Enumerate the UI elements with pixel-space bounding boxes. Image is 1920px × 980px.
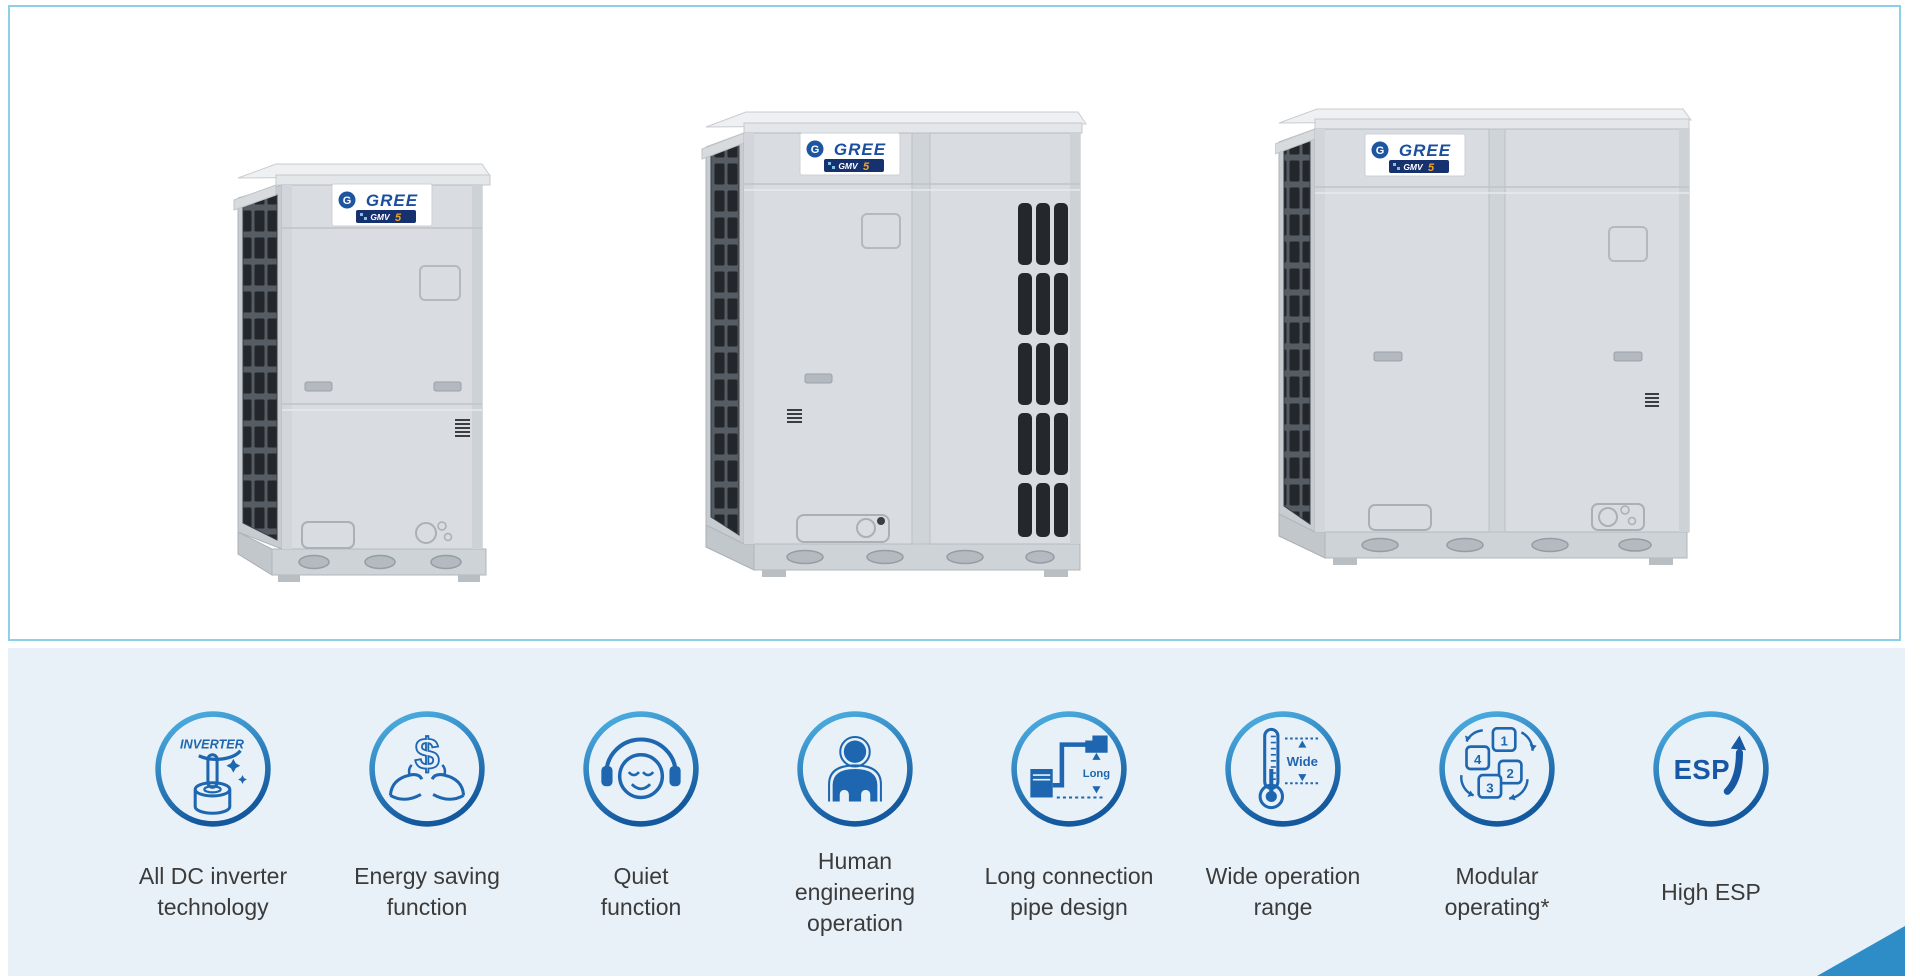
feature-item-human-engineering: Human engineering operation (748, 708, 962, 944)
bottom-cutouts (301, 521, 453, 549)
feature-label: Human engineering operation (794, 847, 916, 936)
handle (804, 373, 833, 384)
svg-text:Wide: Wide (1287, 754, 1318, 769)
svg-text:G: G (1376, 145, 1385, 157)
gree-logo: G GREE GMV 5 (331, 183, 433, 227)
feature-label: Energy saving function (354, 863, 500, 920)
svg-text:1: 1 (1500, 734, 1507, 749)
gree-logo-mark (806, 140, 824, 158)
features-panel: INVERTER All DC inverter technology $ (8, 648, 1905, 976)
svg-text:4: 4 (1474, 752, 1482, 767)
handle (1613, 351, 1643, 362)
inverter-motor-icon: INVERTER (155, 711, 271, 827)
svg-text:$: $ (415, 730, 440, 779)
svg-text:GREE: GREE (366, 191, 418, 210)
vent-slots (455, 419, 470, 437)
panel-divider (911, 132, 931, 545)
handle (1373, 351, 1403, 362)
svg-text:GMV: GMV (1403, 162, 1424, 172)
gree-logo: G GREE GMV 5 (799, 132, 901, 176)
side-grille (710, 143, 740, 536)
product-showcase-panel: G GREE GMV 5 (8, 5, 1901, 641)
thermometer-icon: Wide (1225, 711, 1341, 827)
bottom-cutouts (796, 514, 890, 543)
svg-text:5: 5 (1428, 162, 1435, 174)
svg-text:G: G (343, 195, 352, 207)
feature-item-high-esp: ESP High ESP (1604, 708, 1818, 944)
feature-label: High ESP (1661, 878, 1761, 905)
modular-units-icon: 1 4 2 3 (1439, 711, 1555, 827)
svg-text:5: 5 (395, 212, 402, 224)
svg-text:ESP: ESP (1674, 754, 1730, 785)
panel-divider (1488, 128, 1506, 533)
svg-text:G: G (811, 144, 820, 156)
unit-top-cap (701, 111, 1087, 160)
svg-text:Long: Long (1083, 768, 1110, 780)
feature-item-inverter: INVERTER All DC inverter technology (106, 708, 320, 944)
unit-base (705, 524, 1081, 577)
side-grille (1283, 139, 1311, 525)
gree-logo-mark (338, 191, 356, 209)
svg-text:3: 3 (1486, 780, 1493, 795)
gree-logo-mark (1371, 141, 1389, 159)
vent-slots (787, 409, 802, 423)
feature-item-wide-range: Wide Wide operation range (1176, 708, 1390, 944)
gmv5-badge (356, 210, 416, 223)
outdoor-unit-medium: G GREE GMV 5 (701, 111, 1087, 577)
handle (433, 381, 462, 392)
feature-item-quiet: Quiet function (534, 708, 748, 944)
feature-label: All DC inverter technology (138, 863, 288, 920)
features-row: INVERTER All DC inverter technology $ (106, 708, 1818, 944)
person-icon (797, 711, 913, 827)
feature-item-energy-saving: $ Energy saving function (320, 708, 534, 944)
feature-label: Quiet function (600, 863, 682, 920)
service-knockout (1608, 226, 1648, 262)
feature-label: Modular operating* (1444, 863, 1550, 920)
svg-text:5: 5 (863, 161, 870, 173)
gmv5-badge (824, 159, 884, 172)
unit-base (1278, 513, 1688, 565)
handle (304, 381, 333, 392)
svg-text:2: 2 (1507, 766, 1514, 781)
outdoor-unit-small: G GREE GMV 5 (233, 163, 491, 582)
long-pipe-icon: Long (1011, 711, 1127, 827)
headphones-smile-icon (583, 711, 699, 827)
gmv5-badge (1389, 160, 1449, 173)
service-knockout (861, 213, 901, 249)
vent-slots (1645, 393, 1659, 407)
gree-logo: G GREE GMV 5 (1364, 133, 1466, 177)
unit-base (237, 531, 487, 582)
svg-text:GMV: GMV (838, 161, 859, 171)
feature-item-modular: 1 4 2 3 Modular operating* (1390, 708, 1604, 944)
feature-item-long-pipe: Long Long connection pipe design (962, 708, 1176, 944)
bottom-cutouts (1368, 503, 1645, 531)
unit-top-cap (1275, 108, 1692, 155)
feature-label: Long connection pipe design (984, 863, 1154, 920)
dollar-hands-icon: $ (369, 711, 485, 827)
esp-arrow-icon: ESP (1653, 711, 1769, 827)
service-knockout (419, 265, 461, 301)
outdoor-unit-large: G GREE GMV 5 (1275, 108, 1692, 565)
svg-text:GREE: GREE (834, 140, 886, 159)
front-louver-grille (1018, 203, 1068, 537)
svg-text:INVERTER: INVERTER (180, 738, 245, 752)
svg-text:GMV: GMV (370, 212, 391, 222)
corner-accent-triangle (1817, 926, 1905, 976)
feature-label: Wide operation range (1205, 863, 1361, 920)
side-grille (242, 194, 278, 541)
svg-text:GREE: GREE (1399, 141, 1451, 160)
